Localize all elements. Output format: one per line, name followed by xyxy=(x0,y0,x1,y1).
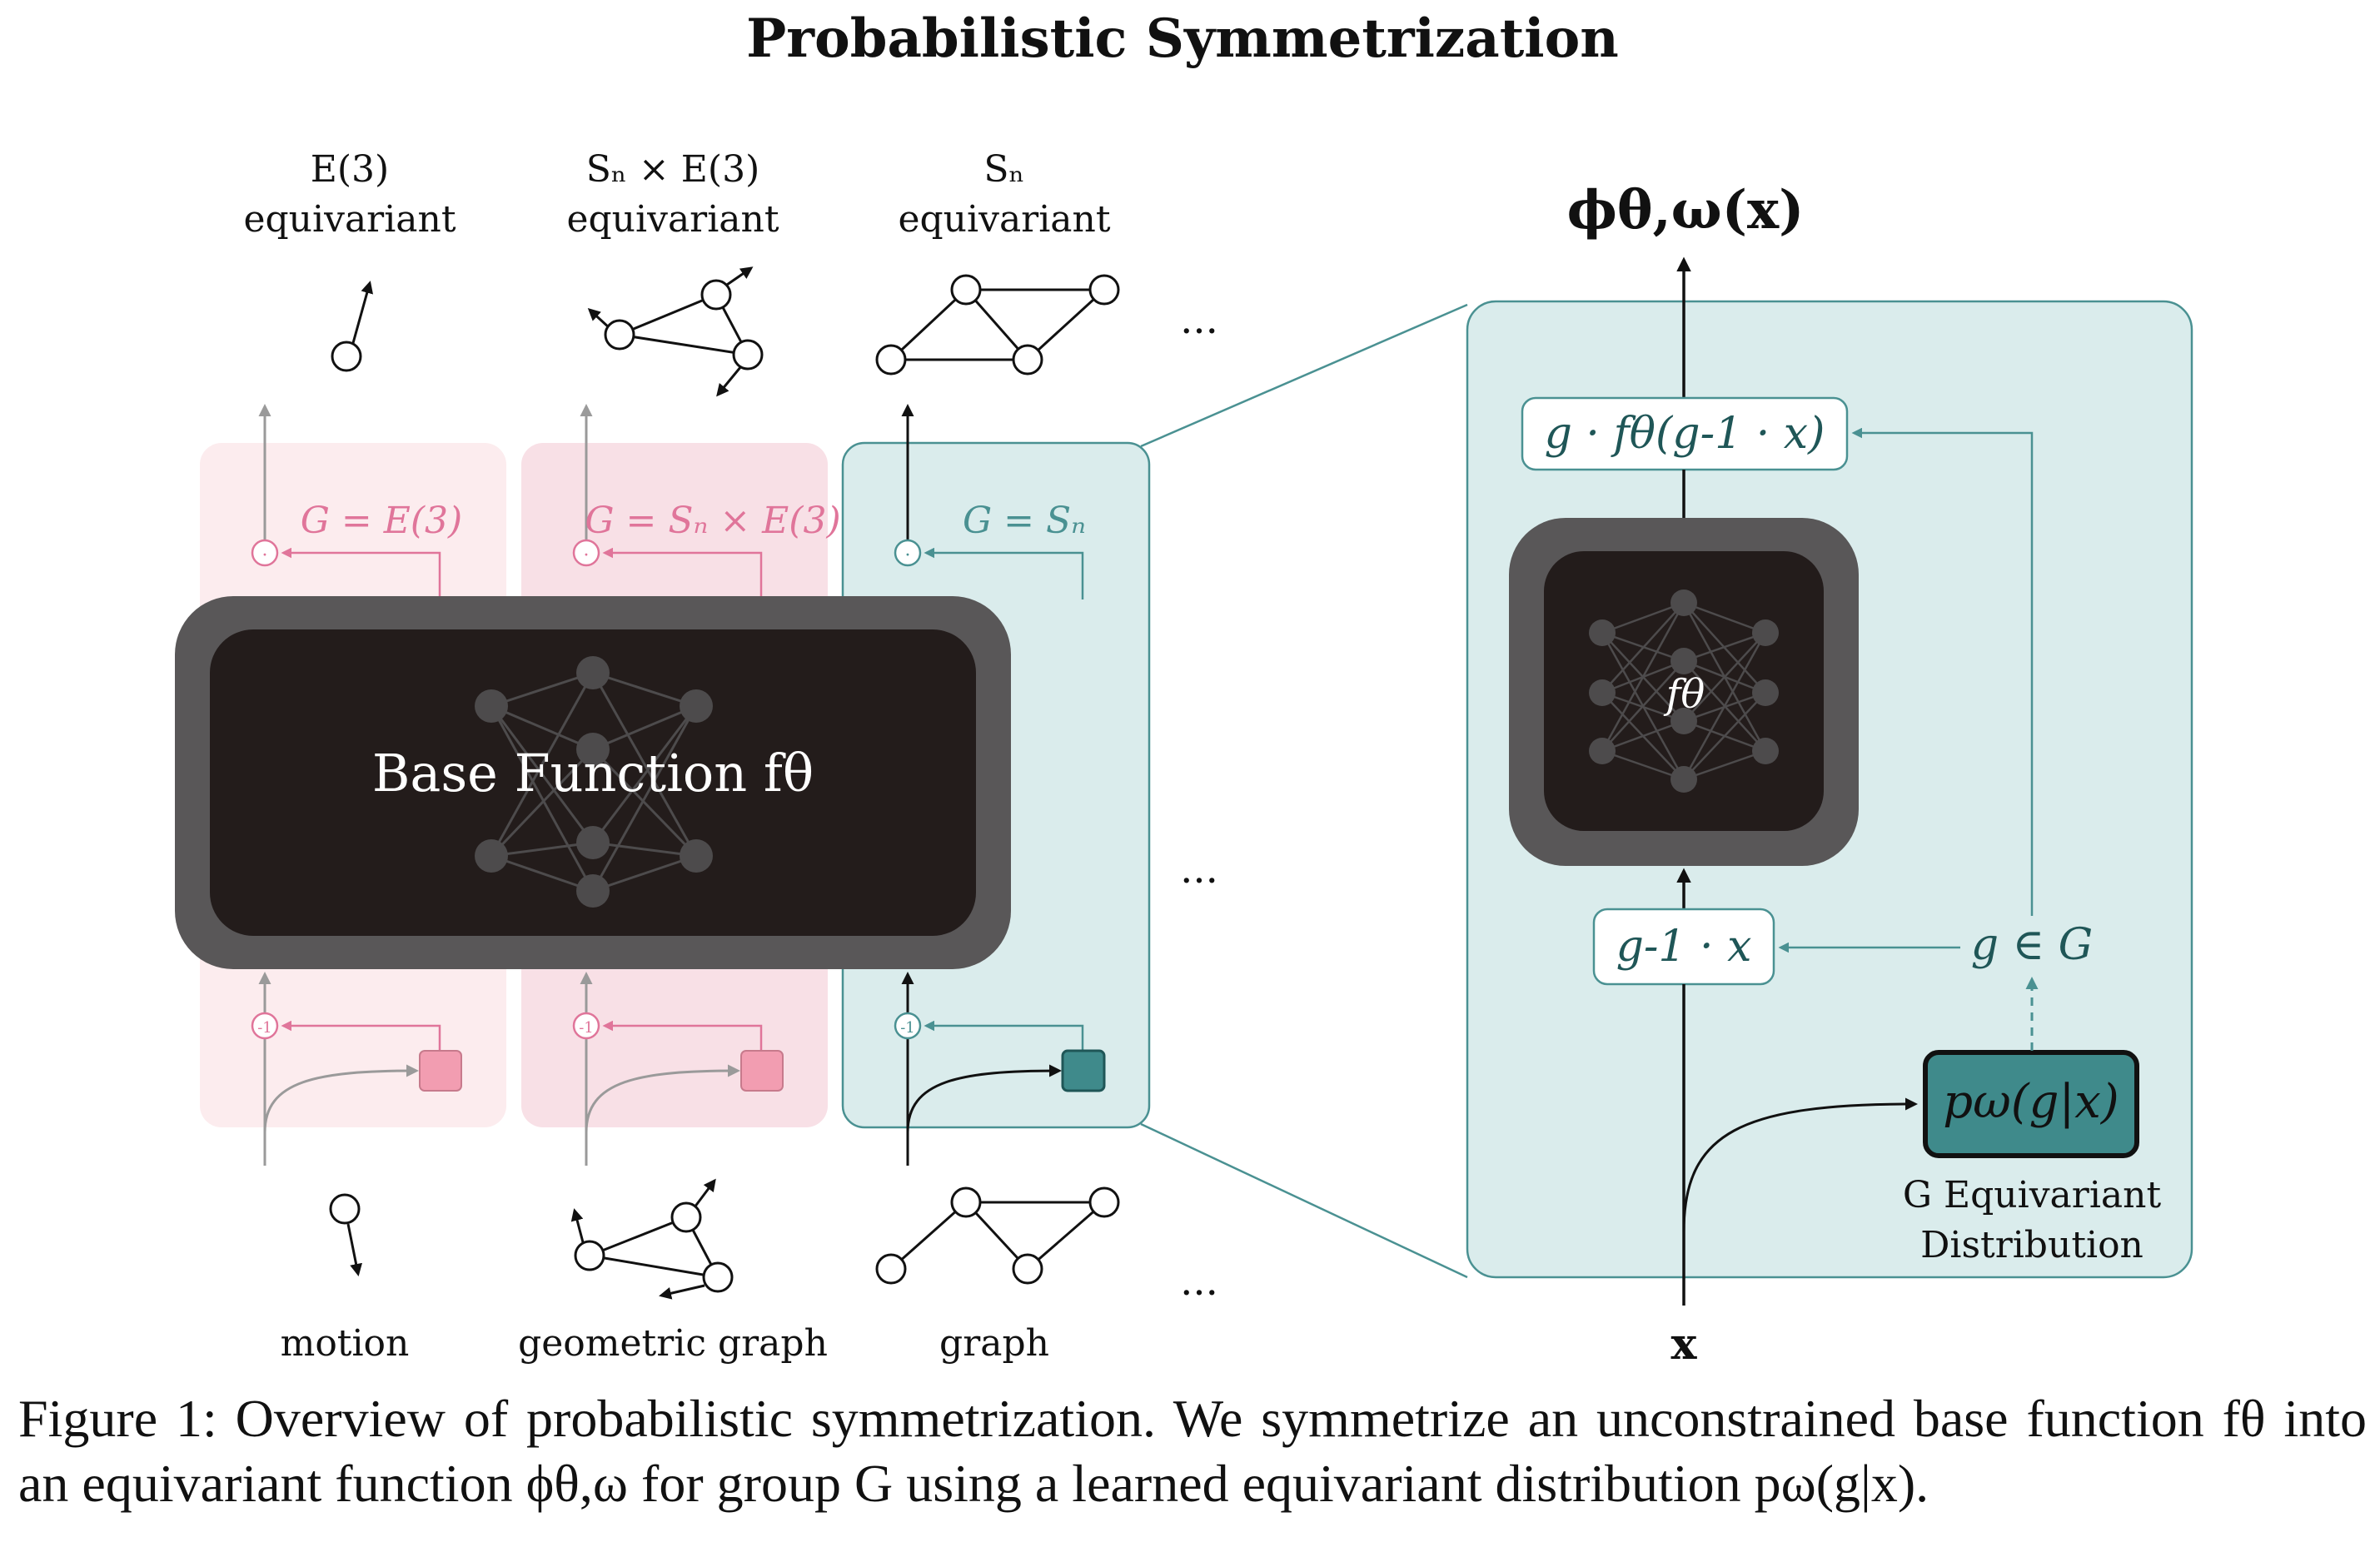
detail-mid-box-label: g-1 · x xyxy=(1616,922,1752,972)
detail-input-label: x xyxy=(1670,1319,1697,1370)
input-geometric-graph-shape xyxy=(570,1178,734,1300)
input-motion-shape xyxy=(329,1193,363,1276)
col2-equivariant-label: equivariant xyxy=(566,198,779,241)
detail-sample-to-top-arrow xyxy=(1851,427,2034,916)
detail-distribution-caption-1: G Equivariant xyxy=(1903,1174,2162,1216)
col3-flow xyxy=(894,404,1106,1166)
col3-dot-op: · xyxy=(905,545,911,566)
detail-distribution-box xyxy=(1923,1050,2139,1158)
ellipsis-top: ... xyxy=(1180,296,1218,343)
col2-flow xyxy=(572,404,784,1166)
base-function-neural-net-icon xyxy=(475,656,713,908)
col1-flow xyxy=(251,404,462,1166)
col3-input-label: graph xyxy=(939,1322,1049,1365)
detail-input-to-dist-arrow xyxy=(1682,1097,1918,1233)
output-graph-shape xyxy=(875,274,1120,376)
col2-group-label: Sₙ × E(3) xyxy=(586,148,759,191)
col1-dot-op: · xyxy=(262,545,268,566)
col2-dot-op: · xyxy=(584,545,590,566)
col3-g-label: G = Sₙ xyxy=(963,500,1086,542)
detail-sample-label: g ∈ G xyxy=(1971,920,2093,970)
col2-g-label: G = Sₙ × E(3) xyxy=(585,500,840,542)
detail-output-label: ϕθ,ω(x) xyxy=(1567,179,1805,241)
col1-group-label: E(3) xyxy=(311,148,389,191)
detail-network-box xyxy=(1509,518,1859,866)
figure-caption-text: Figure 1: Overview of probabilistic symm… xyxy=(18,1389,2367,1513)
output-geometric-graph-shape xyxy=(587,266,764,397)
detail-neural-net-icon xyxy=(1589,589,1779,793)
detail-distribution-caption-2: Distribution xyxy=(1920,1224,2143,1266)
col2-inverse-op: -1 xyxy=(579,1019,594,1037)
zoom-line-top xyxy=(1140,303,1468,448)
output-motion-shape xyxy=(331,281,374,372)
ellipsis-bottom: ... xyxy=(1180,1258,1218,1305)
zoom-line-bottom xyxy=(1140,1122,1468,1279)
figure-caption: Figure 1: Overview of probabilistic symm… xyxy=(18,1386,2367,1516)
input-graph-shape xyxy=(875,1186,1120,1285)
col1-equivariant-label: equivariant xyxy=(243,198,456,241)
col1-g-label: G = E(3) xyxy=(301,500,462,542)
base-function-label: Base Function fθ xyxy=(372,743,814,803)
col1-input-label: motion xyxy=(281,1322,410,1365)
col3-inverse-op: -1 xyxy=(900,1019,915,1037)
figure-title: Probabilistic Symmetrization xyxy=(746,7,1619,70)
col3-equivariant-label: equivariant xyxy=(898,198,1110,241)
col3-group-label: Sₙ xyxy=(983,148,1024,191)
col2-input-label: geometric graph xyxy=(518,1322,828,1365)
base-function-box xyxy=(175,596,1011,969)
detail-top-box-label: g · fθ(g-1 · x) xyxy=(1545,409,1825,459)
col1-inverse-op: -1 xyxy=(257,1019,272,1037)
ellipsis-middle: ... xyxy=(1180,846,1218,893)
detail-net-label: fθ xyxy=(1664,671,1705,718)
detail-distribution-label: pω(g|x) xyxy=(1943,1075,2119,1129)
